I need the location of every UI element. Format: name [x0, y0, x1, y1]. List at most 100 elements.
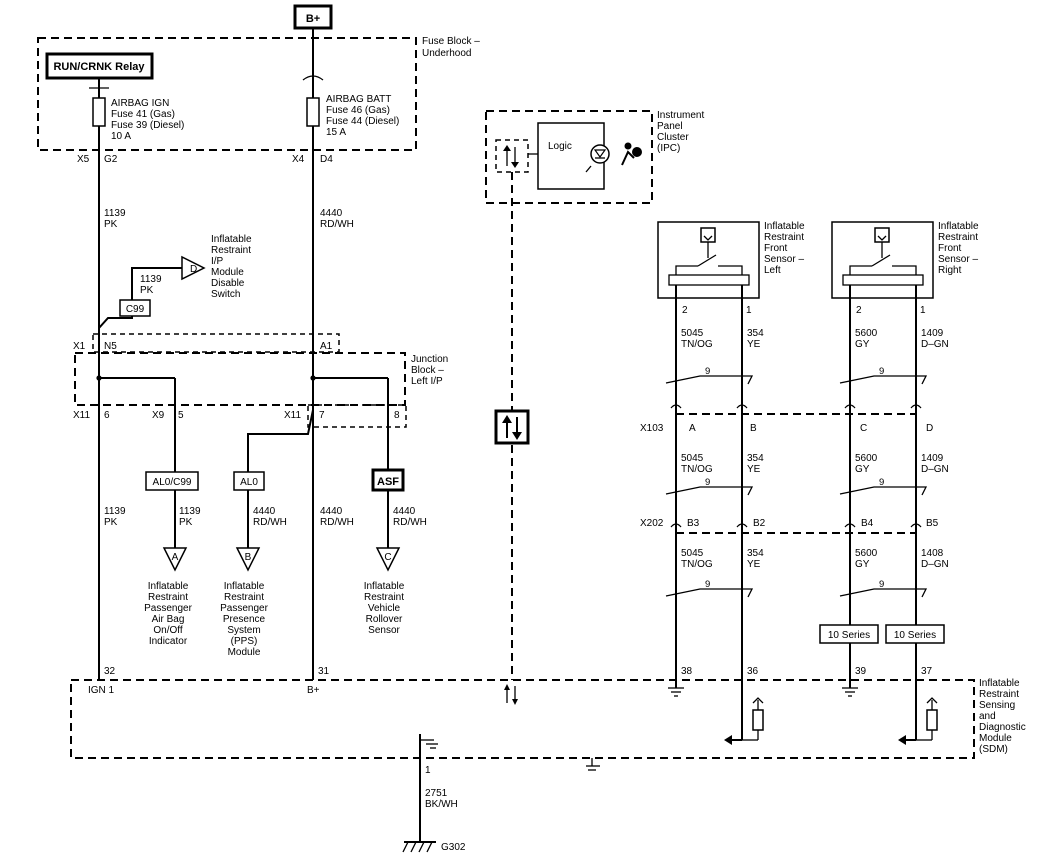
fuse-batt-line-4: 15 A — [326, 127, 346, 138]
ref-b-line-3: Passenger — [220, 603, 268, 614]
twist-left-2 — [665, 486, 754, 496]
sdm-resistor-right-icon — [898, 697, 938, 745]
junction-title-1: Junction — [411, 354, 448, 365]
disable-switch-connector — [181, 255, 206, 281]
option-c99-box — [119, 299, 151, 317]
disable-switch-line-5: Disable — [211, 278, 245, 289]
sdm-serial-arrows-icon — [504, 684, 518, 705]
option-al0-label: AL0 — [240, 477, 258, 488]
disable-switch-line-2: Restraint — [211, 245, 251, 256]
w5600-num-2: 5600 — [855, 453, 878, 464]
sdm-pin-ign1: IGN 1 — [88, 685, 115, 696]
sensor-left-title-1: Inflatable — [764, 221, 805, 232]
disable-switch-line-6: Switch — [211, 289, 240, 300]
w1409-num-2: 1409 — [921, 453, 944, 464]
sensor-right-title-2: Restraint — [938, 232, 978, 243]
twist-left-3-label: 9 — [705, 579, 710, 590]
w5600-color-3: GY — [855, 559, 870, 570]
w5045-color-3: TN/OG — [681, 559, 713, 570]
ref-b-line-5: System — [227, 625, 260, 636]
ipc-boundary — [485, 110, 653, 204]
w354-color-3: YE — [747, 559, 761, 570]
wire-4440-color-b: RD/WH — [253, 517, 287, 528]
w5045-num-3: 5045 — [681, 548, 704, 559]
sensor-left-pin2: 2 — [682, 305, 688, 316]
wire-1139-num-low: 1139 — [104, 506, 126, 517]
sdm-chassis-ground-icon — [586, 758, 600, 771]
w354-color-2: YE — [747, 464, 761, 475]
w1409-num-1: 1409 — [921, 328, 944, 339]
w1409-color-3: D–GN — [921, 559, 949, 570]
ref-a-connector — [162, 547, 188, 572]
front-sensor-right — [831, 221, 934, 299]
x202-pin-b5: B5 — [926, 518, 939, 529]
disable-wire-color: PK — [140, 285, 154, 296]
ref-c-line-2: Restraint — [364, 592, 404, 603]
junction-block-boundary — [74, 352, 406, 406]
disable-wire-num: 1139 — [140, 274, 162, 285]
sensor-right-title-3: Front — [938, 243, 962, 254]
twist-right-1-label: 9 — [879, 366, 884, 377]
w2751-num: 2751 — [425, 788, 448, 799]
fuse-ign-line-2: Fuse 41 (Gas) — [111, 109, 175, 120]
fuse-batt-line-1: AIRBAG BATT — [326, 94, 391, 105]
fuse-block-title-1: Fuse Block – — [422, 36, 480, 47]
ref-b-line-6: (PPS) — [231, 636, 258, 647]
w5600-color-1: GY — [855, 339, 870, 350]
twist-left-3 — [665, 588, 754, 598]
w5600-num-1: 5600 — [855, 328, 878, 339]
sdm-boundary — [70, 679, 975, 759]
pin-5: 5 — [178, 410, 184, 421]
pin-6: 6 — [104, 410, 110, 421]
fuse-ign-line-1: AIRBAG IGN — [111, 98, 169, 109]
w1408-num-3: 1408 — [921, 548, 944, 559]
fuse-ign-line-4: 10 A — [111, 131, 131, 142]
sdm-pin-36: 36 — [747, 666, 759, 677]
ref-a-line-6: Indicator — [149, 636, 188, 647]
disable-switch-line-4: Module — [211, 267, 244, 278]
disable-switch-branch-upper — [131, 267, 182, 300]
ipc-title-1: Instrument — [657, 110, 704, 121]
option-al0c99-label: AL0/C99 — [153, 477, 192, 488]
airbag-ign-fuse — [92, 97, 106, 127]
pin-x1: X1 — [73, 341, 86, 352]
x202-pin-arcs — [670, 523, 922, 528]
sensor-left-title-4: Sensor – — [764, 254, 804, 265]
pin-x11: X11 — [73, 410, 90, 421]
twist-right-3 — [839, 588, 928, 598]
front-sensor-left — [657, 221, 760, 299]
bplus-source-label: B+ — [306, 13, 320, 25]
sensor-right-title-1: Inflatable — [938, 221, 979, 232]
ref-b-line-2: Restraint — [224, 592, 264, 603]
sdm-ground-icon-left — [668, 687, 684, 697]
pin-x9: X9 — [152, 410, 165, 421]
w5600-num-3: 5600 — [855, 548, 878, 559]
sensor-left-pin1: 1 — [746, 305, 752, 316]
ipc-title-2: Panel — [657, 121, 683, 132]
bplus-bus-hook — [302, 75, 324, 81]
fuse-batt-line-2: Fuse 46 (Gas) — [326, 105, 390, 116]
airbag-passenger-symbol-icon — [621, 142, 642, 166]
x202-pin-b2: B2 — [753, 518, 766, 529]
twist-left-1 — [665, 375, 754, 385]
sdm-title-2: Restraint — [979, 689, 1019, 700]
wire-4440-num-low: 4440 — [320, 506, 343, 517]
ipc-data-arrows-icon — [503, 145, 519, 168]
wire-1139-num-a: 1139 — [179, 506, 201, 517]
ref-a-line-1: Inflatable — [148, 581, 189, 592]
ref-c-line-1: Inflatable — [364, 581, 405, 592]
ref-c-line-5: Sensor — [368, 625, 400, 636]
wire-4440-color-top: RD/WH — [320, 219, 354, 230]
fuse-block-boundary — [37, 37, 417, 151]
option-al0c99-box — [145, 471, 199, 491]
x202-pin-b4: B4 — [861, 518, 874, 529]
sdm-pin-32: 32 — [104, 666, 116, 677]
wire-4440-color-low: RD/WH — [320, 517, 354, 528]
x103-pin-a: A — [689, 423, 696, 434]
twist-right-1 — [839, 375, 928, 385]
junction-x11-connector — [307, 404, 407, 428]
disable-switch-line-3: I/P — [211, 256, 224, 267]
junction-x1-connector — [92, 333, 340, 353]
sensor-right-pin2: 2 — [856, 305, 862, 316]
w354-num-3: 354 — [747, 548, 764, 559]
